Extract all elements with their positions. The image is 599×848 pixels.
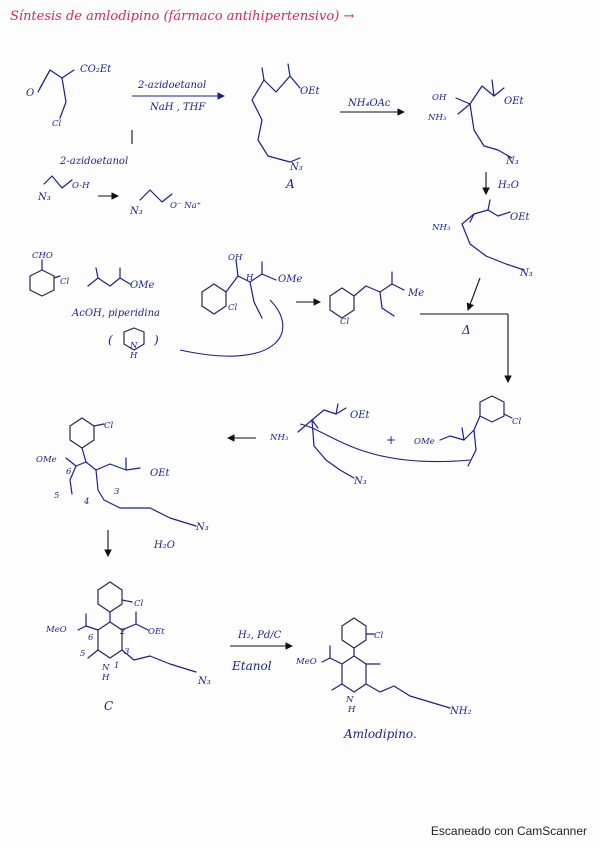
label-co2et: CO₂Et (80, 64, 112, 75)
scanner-watermark: Escaneado con CamScanner (430, 824, 587, 838)
label-h-2: H (245, 273, 254, 283)
label-oet-e: OEt (150, 468, 170, 479)
label-amlodipino: Amlodipino. (343, 727, 417, 741)
michael-acceptor: Cl OMe (414, 395, 522, 467)
page-title: Síntesis de amlodipino (fármaco antihipe… (10, 9, 354, 24)
label-nh-c: N (101, 663, 110, 673)
label-nh2-enamine: NH₃ (431, 223, 451, 233)
label-cl-c: Cl (340, 317, 350, 327)
label-o: O (26, 88, 34, 99)
label-oet-c: OEt (510, 212, 530, 223)
cond1-top: 2-azidoetanol (137, 80, 206, 91)
label-n3-f: N₃ (353, 476, 367, 487)
label-h-aml: H (347, 705, 356, 715)
num-1-b: 1 (114, 661, 119, 671)
curved-arrow-aldol (179, 299, 284, 357)
azidoethanol-reaction: N₃ O-H N₃ O⁻ Na⁺ (37, 175, 201, 217)
aldol-adduct: OH H OMe Cl (179, 253, 302, 357)
label-h2o-1: H₂O (497, 180, 519, 191)
hemiaminal-intermediate: OH NH₃ OEt N₃ (427, 79, 524, 167)
benzaldehyde: CHO Cl (29, 251, 70, 297)
compound-c: Cl MeO OEt 6 5 1 2 3 N H N₃ C (45, 581, 211, 713)
cond-nh4oac: NH₄OAc (347, 98, 391, 109)
label-ome-d: OMe (36, 455, 57, 465)
starting-ketoester: CO₂Et O Cl (26, 64, 112, 129)
enamine: NH₃ OEt N₃ (431, 199, 533, 279)
label-cl-f: Cl (134, 599, 144, 609)
label-meo-2: MeO (295, 657, 317, 667)
label-ome-b: OMe (278, 274, 302, 285)
knoevenagel-product: Me Cl (329, 271, 424, 327)
label-me: Me (407, 288, 424, 299)
label-n3-h: N₃ (197, 676, 211, 687)
num-6-a: 6 (66, 467, 72, 477)
arrow-enamine-down (466, 277, 481, 312)
num-3-a: 3 (114, 487, 119, 497)
num-2-b: 2 (119, 627, 125, 637)
label-n3-g: N₃ (195, 522, 209, 533)
methyl-acetoacetate: OMe (87, 267, 154, 291)
label-oh-h: O-H (72, 181, 90, 191)
label-cl-a: Cl (60, 277, 70, 287)
label-oh-2: OH (228, 253, 243, 263)
pip-open: ( (108, 333, 113, 347)
label-h-c: H (101, 673, 110, 683)
label-cho: CHO (32, 251, 53, 261)
michael-adduct: Cl OMe OEt 6 5 4 3 N₃ (36, 417, 209, 533)
curved-arrow-michael (299, 423, 471, 463)
label-cl-e: Cl (104, 421, 114, 431)
label-plus: + (386, 433, 396, 447)
label-compound-c: C (104, 699, 113, 713)
label-pip-h: H (129, 351, 138, 361)
piperidine: ( N H ) (108, 327, 159, 361)
num-3-b: 3 (124, 647, 129, 657)
enamine-attack: NH₃ OEt N₃ (269, 403, 471, 487)
label-oh: OH (432, 93, 447, 103)
azidoethanol-label: 2-azidoetanol (59, 156, 128, 167)
label-cl: Cl (52, 119, 62, 129)
label-cl-d: Cl (512, 417, 522, 427)
label-h2o-2: H₂O (153, 540, 175, 551)
label-oet-d: OEt (350, 410, 370, 421)
label-ome-c: OMe (414, 437, 435, 447)
label-nh-aml: N (345, 695, 354, 705)
compound-a: OEt N₃ A (251, 63, 320, 191)
label-n3-a: N₃ (289, 162, 303, 173)
label-n3-e: N₃ (129, 206, 143, 217)
cond3-bottom: Etanol (231, 659, 272, 673)
label-cl-b: Cl (228, 303, 238, 313)
amlodipine: Cl MeO N H NH₂ Amlodipino. (295, 617, 471, 741)
label-meo: MeO (45, 625, 67, 635)
pip-close: ) (153, 333, 159, 347)
cond3-top: H₂, Pd/C (237, 630, 282, 641)
label-oet-f: OEt (148, 627, 165, 637)
label-n3-b: N₃ (505, 156, 519, 167)
label-n3-c: N₃ (519, 268, 533, 279)
label-nh2: NH₂ (449, 706, 471, 717)
label-ome-a: OMe (130, 280, 154, 291)
label-ona: O⁻ Na⁺ (170, 201, 201, 211)
num-5-a: 5 (54, 491, 59, 501)
num-4-a: 4 (83, 497, 89, 507)
label-pip-n: N (129, 341, 138, 351)
label-compound-a: A (285, 177, 295, 191)
label-n3-d: N₃ (37, 192, 51, 203)
label-nh3: NH₃ (427, 113, 447, 123)
label-oet-a: OEt (300, 86, 320, 97)
num-6-b: 6 (88, 633, 94, 643)
num-5-b: 5 (80, 649, 85, 659)
label-cl-g: Cl (374, 631, 384, 641)
label-delta: Δ (461, 323, 471, 337)
label-oet-b: OEt (504, 96, 524, 107)
cond1-bottom: NaH , THF (149, 102, 206, 113)
label-nh2-b: NH₃ (269, 433, 289, 443)
cond2: AcOH, piperidina (71, 308, 160, 319)
